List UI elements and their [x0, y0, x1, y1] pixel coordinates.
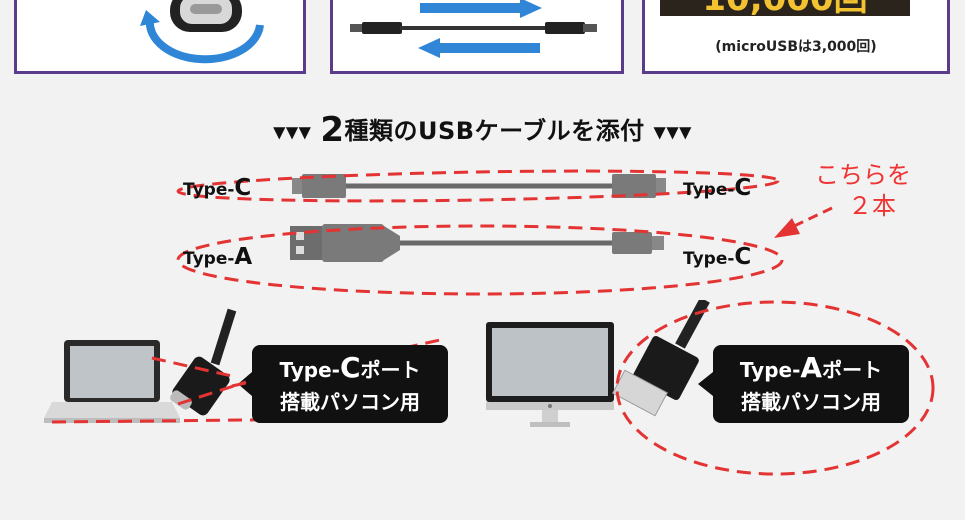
insertion-count-badge: 10,000回 — [660, 0, 910, 16]
section-title: ▼▼▼ 2種類のUSBケーブルを添付 ▼▼▼ — [0, 110, 965, 150]
type-c-port-badge: Type-Cポート 搭載パソコン用 — [252, 345, 448, 423]
type-a-plug-icon — [612, 300, 710, 417]
cable-type-c-to-c — [292, 174, 666, 198]
monitor-icon — [486, 322, 614, 427]
cable1-right-label: Type-C — [683, 175, 752, 201]
rotation-connector-icon — [140, 0, 264, 64]
laptop-icon — [44, 340, 180, 423]
section-title-text: 種類のUSBケーブルを添付 — [344, 117, 645, 145]
down-triangles-left-icon: ▼▼▼ — [273, 122, 312, 142]
devices-illustration — [44, 300, 935, 476]
cables-illustration — [176, 169, 833, 296]
microusb-note: (microUSBは3,000回) — [715, 39, 877, 55]
annotation-line2: ２本 — [848, 192, 896, 220]
section-title-number: 2 — [320, 110, 345, 150]
cable2-right-label: Type-C — [683, 244, 752, 270]
down-triangles-right-icon: ▼▼▼ — [653, 122, 692, 142]
type-a-port-badge: Type-Aポート 搭載パソコン用 — [713, 345, 909, 423]
cable2-left-label: Type-A — [183, 244, 253, 270]
annotation-line1: こちらを — [815, 161, 911, 189]
cable-type-a-to-c — [290, 224, 664, 262]
top-panel-illustrations — [140, 0, 597, 64]
reversible-cable-icon — [350, 0, 597, 58]
cable1-left-label: Type-C — [183, 175, 252, 201]
